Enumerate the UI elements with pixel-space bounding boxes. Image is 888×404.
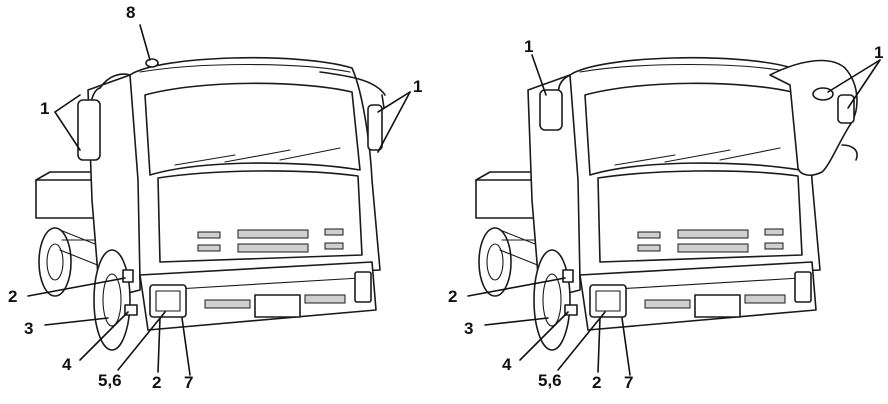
callout-2-left-a: 2 bbox=[8, 287, 18, 306]
leaders-right bbox=[467, 54, 881, 376]
callout-8-left: 8 bbox=[126, 3, 136, 22]
callout-56-left: 5,6 bbox=[98, 371, 122, 390]
callout-2-right-b: 2 bbox=[592, 373, 602, 392]
callout-7-left: 7 bbox=[184, 373, 194, 392]
truck-right bbox=[475, 56, 821, 351]
roof-lamp bbox=[145, 58, 159, 68]
right-mirror-right bbox=[769, 59, 858, 177]
left-mirror-right bbox=[319, 71, 386, 151]
callout-4-left: 4 bbox=[62, 355, 72, 374]
callout-7-right: 7 bbox=[624, 373, 634, 392]
callout-1-right-b: 1 bbox=[874, 43, 884, 62]
callout-3-right: 3 bbox=[464, 319, 474, 338]
callout-2-right-a: 2 bbox=[448, 287, 458, 306]
right-mirror-left bbox=[539, 74, 571, 131]
callout-3-left: 3 bbox=[24, 319, 34, 338]
callout-1-right-a: 1 bbox=[524, 37, 534, 56]
left-mirror-left bbox=[77, 73, 131, 161]
leaders-left bbox=[27, 24, 411, 376]
callout-1-left-b: 1 bbox=[413, 77, 423, 96]
callout-4-right: 4 bbox=[502, 355, 512, 374]
callout-2-left-b: 2 bbox=[152, 373, 162, 392]
callout-1-left-a: 1 bbox=[40, 99, 50, 118]
callout-56-right: 5,6 bbox=[538, 371, 562, 390]
